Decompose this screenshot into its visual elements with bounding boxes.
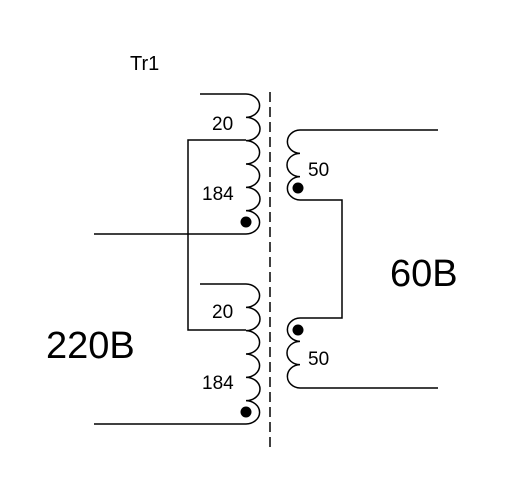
polarity-dot [292, 324, 304, 336]
primary-tap-link [187, 139, 246, 331]
transformer-designation: Tr1 [130, 53, 159, 75]
winding-turns-label: 184 [202, 184, 234, 205]
winding-turns-label: 20 [212, 302, 233, 323]
winding-turns-label: 20 [212, 114, 233, 135]
polarity-dot [240, 216, 252, 228]
primary-voltage-label: 220B [46, 325, 135, 367]
polarity-dot [292, 182, 304, 194]
polarity-dot [240, 406, 252, 418]
winding-turns-label: 50 [308, 160, 329, 181]
secondary-series-link [300, 199, 343, 319]
secondary-coil-lower [286, 317, 438, 389]
primary-coil-lower [200, 283, 261, 425]
primary-coil-upper [200, 93, 261, 235]
winding-turns-label: 184 [202, 373, 234, 394]
secondary-voltage-label: 60B [390, 253, 458, 295]
winding-turns-label: 50 [308, 349, 329, 370]
secondary-coil-upper [286, 129, 438, 201]
